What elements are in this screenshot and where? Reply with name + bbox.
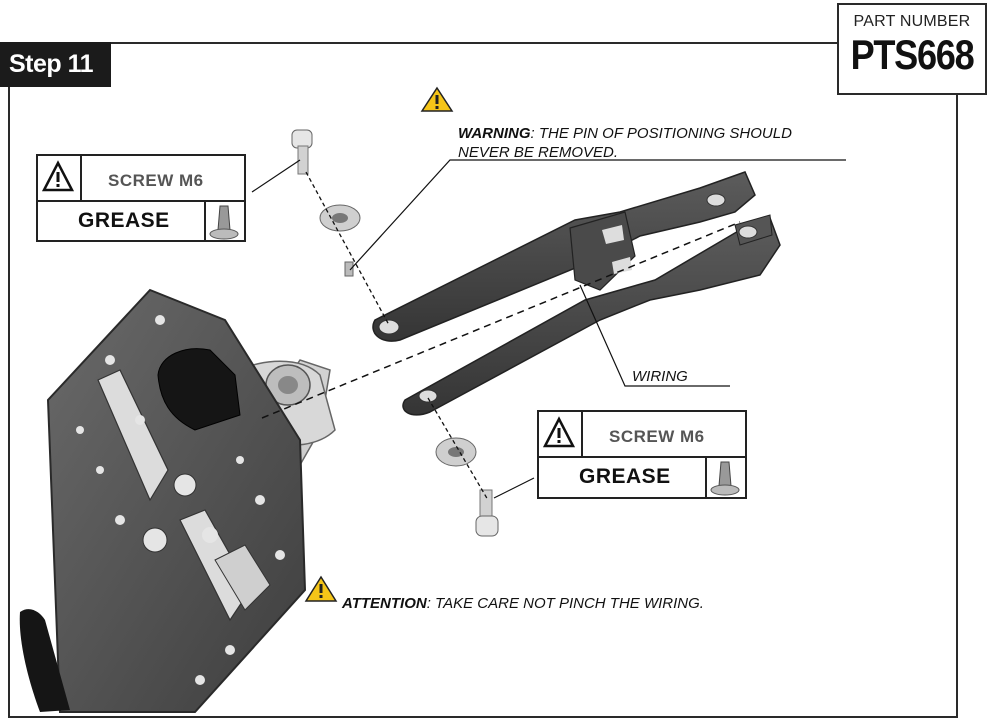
rubber-foot [19, 609, 70, 712]
caution-icon [539, 412, 583, 456]
part-number-label: PART NUMBER [853, 13, 971, 30]
part-number-value: PTS668 [850, 31, 975, 78]
grease-label: GREASE [579, 465, 671, 488]
grease-tube-icon [204, 202, 244, 242]
warning-leader [349, 159, 846, 271]
screw-size-label: SCREW M6 [108, 171, 204, 190]
wiring-leader [579, 284, 730, 387]
warning-text-line1: : THE PIN OF POSITIONING SHOULD [530, 125, 792, 142]
warning-triangle-icon [420, 86, 454, 112]
screw-grease-label-top: SCREW M6 GREASE [36, 154, 246, 242]
lower-swing-arm [402, 214, 781, 416]
warning-keyword: WARNING [458, 125, 531, 142]
wiring-path [261, 221, 741, 419]
caution-icon [38, 156, 82, 200]
reflector-pad [157, 348, 241, 431]
attention-triangle-icon [304, 575, 338, 602]
grease-tube-icon [705, 458, 745, 498]
attention-text: : TAKE CARE NOT PINCH THE WIRING. [426, 595, 704, 612]
upper-swing-arm [372, 171, 756, 342]
plate-holder [46, 288, 307, 713]
warning-text-line2: NEVER BE REMOVED. [458, 144, 619, 161]
grease-label: GREASE [78, 209, 170, 232]
screw-bottom-leader [493, 477, 535, 499]
attention-keyword: ATTENTION [342, 595, 427, 612]
part-number-box: PART NUMBER PTS668 [837, 3, 987, 95]
bottom-screw-assembly [427, 397, 499, 537]
warning-note: WARNING: THE PIN OF POSITIONING SHOULD N… [458, 124, 858, 162]
screw-size-label: SCREW M6 [609, 427, 705, 446]
screw-top-leader [251, 159, 301, 193]
wiring-label: WIRING [632, 368, 688, 385]
step-label: Step 11 [0, 42, 111, 87]
top-screw-assembly [291, 129, 390, 326]
step-frame [8, 42, 958, 718]
screw-grease-label-bottom: SCREW M6 GREASE [537, 410, 747, 499]
attention-note: ATTENTION: TAKE CARE NOT PINCH THE WIRIN… [342, 595, 704, 612]
